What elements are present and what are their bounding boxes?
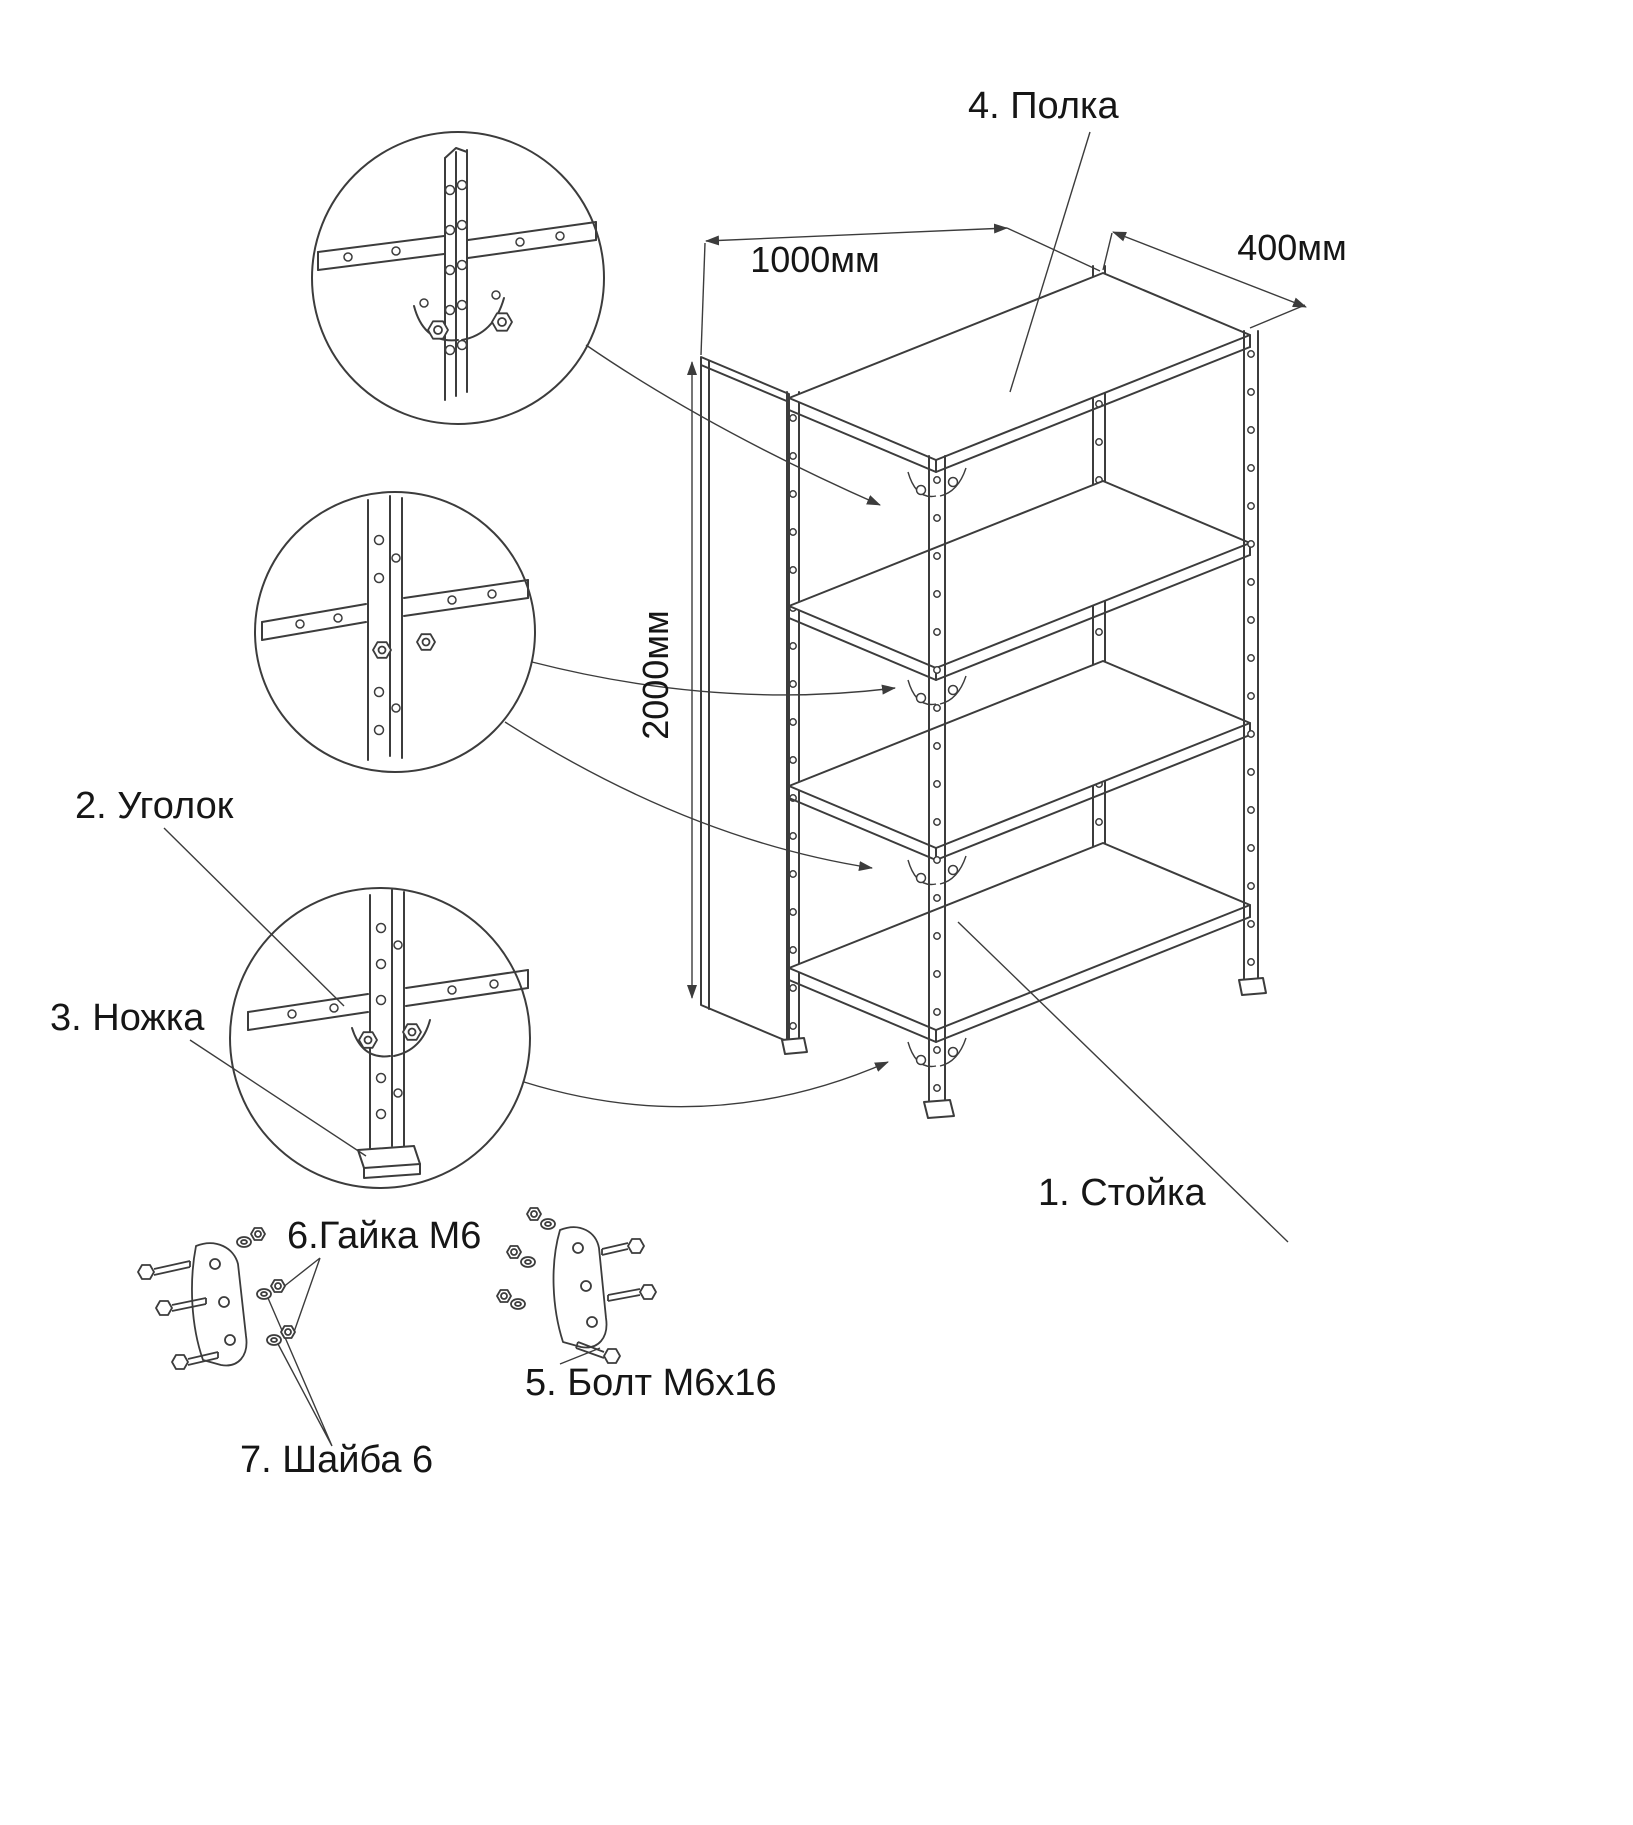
bolt-head-icon bbox=[416, 633, 436, 651]
callout-mid-rail-right bbox=[403, 579, 529, 617]
callout-top-post bbox=[444, 147, 468, 401]
callout-mid-post bbox=[367, 495, 403, 761]
shelf-top bbox=[788, 272, 1251, 473]
bolt-head-icon bbox=[491, 312, 513, 332]
nut-icon bbox=[496, 1289, 512, 1303]
dimension-lines bbox=[687, 223, 1307, 999]
callout-top-bracket bbox=[413, 290, 513, 342]
post-back-left bbox=[786, 391, 800, 1041]
callout-bottom-rail-left bbox=[247, 993, 369, 1031]
bolt-head-icon bbox=[358, 1031, 378, 1049]
label-leader-lines bbox=[163, 131, 1289, 1447]
callout-bottom-rail-right bbox=[405, 969, 529, 1007]
shelf-joint-brackets bbox=[907, 467, 967, 1068]
callout-mid-rail-left bbox=[261, 603, 367, 641]
washer-icon bbox=[236, 1236, 252, 1248]
label-nut: 6.Гайка М6 bbox=[287, 1215, 481, 1257]
leader-post bbox=[957, 921, 1289, 1243]
nut-icon bbox=[270, 1279, 286, 1293]
callout-bottom-bracket bbox=[351, 1019, 431, 1058]
nut-icon bbox=[250, 1227, 266, 1241]
nut-icon bbox=[280, 1325, 296, 1339]
shelf-bottom bbox=[788, 842, 1251, 1043]
washer-icon bbox=[520, 1256, 536, 1268]
post-front-right bbox=[1243, 330, 1259, 981]
bolt-icon bbox=[171, 1351, 219, 1370]
depth-dimension-line bbox=[1112, 231, 1307, 308]
leg-foot bbox=[357, 1145, 421, 1179]
bolt-icon bbox=[575, 1341, 621, 1364]
labels: 4. Полка 2. Уголок 3. Ножка 1. Стойка 6.… bbox=[50, 85, 1347, 1481]
washer-icon bbox=[256, 1288, 272, 1300]
corner-bracket-plate bbox=[552, 1226, 608, 1349]
joint-bracket bbox=[907, 1037, 967, 1068]
foot-front-right bbox=[1238, 977, 1267, 996]
leader-arrow-mid-2 bbox=[504, 721, 873, 871]
callout-middle-joint bbox=[254, 491, 536, 773]
bolt-icon bbox=[607, 1284, 657, 1302]
callout-top-rail-left bbox=[317, 235, 445, 271]
callout-circle bbox=[229, 887, 531, 1189]
shelves bbox=[788, 272, 1251, 1043]
nut-icon bbox=[506, 1245, 522, 1259]
leader-washer bbox=[267, 1297, 333, 1447]
bolt-head-icon bbox=[372, 641, 392, 659]
width-dimension-line bbox=[705, 223, 1008, 246]
post-feet bbox=[781, 977, 1267, 1119]
leader-corner bbox=[163, 827, 345, 1007]
shelf-2 bbox=[788, 480, 1251, 681]
bolt-icon bbox=[601, 1238, 645, 1256]
dim-width-label: 1000мм bbox=[750, 239, 880, 280]
shelf-3 bbox=[788, 660, 1251, 861]
leader-nut bbox=[281, 1257, 321, 1333]
bolt-icon bbox=[137, 1260, 191, 1280]
callout-leader-arrows bbox=[504, 344, 896, 1108]
leader-arrow-mid-1 bbox=[531, 661, 896, 696]
callout-top-corner bbox=[311, 131, 605, 425]
callout-circle bbox=[311, 131, 605, 425]
callout-bottom-post bbox=[369, 889, 405, 1151]
washer-icon bbox=[266, 1334, 282, 1346]
joint-bracket bbox=[907, 855, 967, 886]
leader-shelf bbox=[1009, 131, 1091, 393]
label-post: 1. Стойка bbox=[1038, 1172, 1206, 1214]
joint-bracket bbox=[907, 675, 967, 706]
nut-icon bbox=[526, 1207, 542, 1221]
washer-icon bbox=[540, 1218, 556, 1230]
bolt-icon bbox=[155, 1297, 207, 1316]
foot-back-left bbox=[781, 1037, 808, 1055]
label-leg: 3. Ножка bbox=[50, 997, 205, 1039]
hardware-group-right bbox=[496, 1207, 657, 1364]
post-front-left bbox=[928, 455, 946, 1103]
bolt-head-icon bbox=[402, 1023, 422, 1041]
foot-front-left bbox=[923, 1099, 955, 1119]
callout-circle bbox=[254, 491, 536, 773]
label-corner: 2. Уголок bbox=[75, 785, 234, 827]
hardware-group-left bbox=[137, 1227, 296, 1370]
leader-leg bbox=[189, 1039, 367, 1157]
label-bolt: 5. Болт М6х16 bbox=[525, 1362, 777, 1404]
washer-icon bbox=[510, 1298, 526, 1310]
dim-height-label: 2000мм bbox=[635, 610, 676, 740]
callout-top-rail-right bbox=[467, 221, 597, 259]
label-shelf: 4. Полка bbox=[968, 85, 1119, 127]
leader-arrow-top bbox=[585, 344, 881, 506]
leader-bolt bbox=[559, 1347, 601, 1365]
dim-depth-label: 400мм bbox=[1237, 227, 1347, 268]
joint-bracket bbox=[907, 467, 967, 498]
side-panel bbox=[700, 356, 790, 1043]
callout-bottom-leg bbox=[229, 887, 531, 1189]
bolt-head-icon bbox=[427, 320, 449, 340]
leader-arrow-bottom bbox=[523, 1061, 889, 1108]
label-washer: 7. Шайба 6 bbox=[240, 1439, 433, 1481]
